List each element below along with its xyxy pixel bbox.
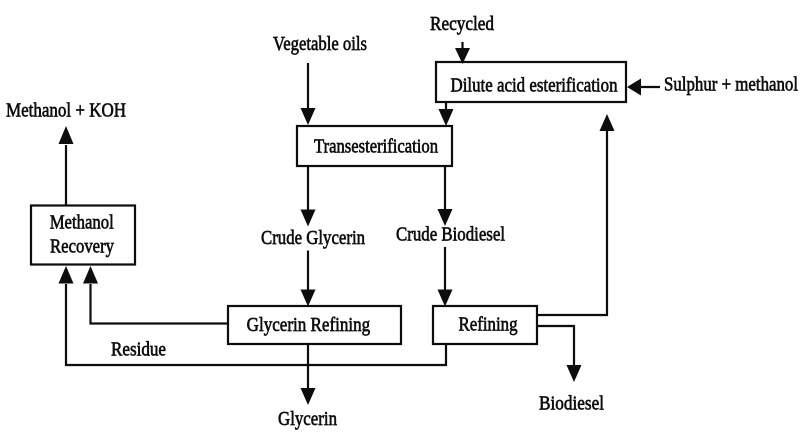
svg-text:Dilute acid esterification: Dilute acid esterification [451,74,619,97]
svg-text:Glycerin Refining: Glycerin Refining [247,314,371,337]
svg-text:Sulphur + methanol: Sulphur + methanol [664,73,798,96]
svg-text:Crude Biodiesel: Crude Biodiesel [396,223,505,246]
svg-text:Glycerin: Glycerin [278,408,338,431]
svg-text:Methanol + KOH: Methanol + KOH [6,99,126,122]
svg-text:Refining: Refining [459,313,518,336]
svg-text:Residue: Residue [111,338,166,361]
svg-text:Methanol: Methanol [50,211,114,234]
svg-text:Recycled: Recycled [430,13,495,36]
svg-text:Crude Glycerin: Crude Glycerin [261,227,366,250]
svg-text:Transesterification: Transesterification [314,135,439,158]
svg-text:Biodiesel: Biodiesel [539,392,604,415]
svg-text:Recovery: Recovery [50,235,115,258]
svg-text:Vegetable oils: Vegetable oils [273,33,367,56]
